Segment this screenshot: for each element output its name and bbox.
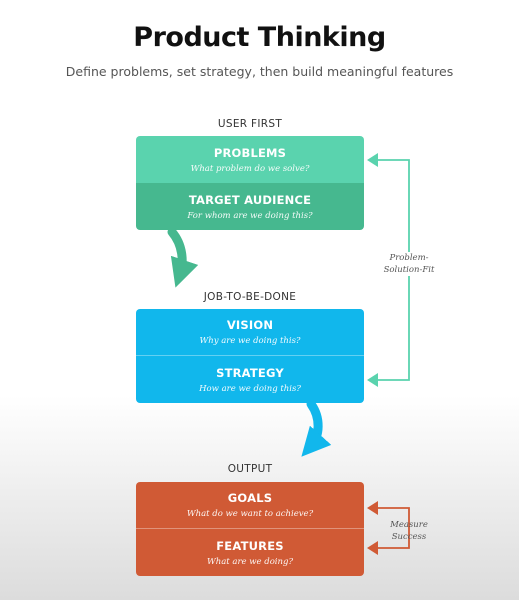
- vision-title: VISION: [226, 318, 274, 332]
- target-audience-question: For whom are we doing this?: [187, 210, 313, 221]
- measure-success-label: Measure Success: [364, 519, 454, 543]
- goals-title: GOALS: [227, 491, 273, 505]
- problems-title: PROBLEMS: [213, 145, 287, 160]
- vision-box: VISION Why are we doing this?: [136, 309, 364, 356]
- problems-question: What problem do we solve?: [190, 163, 310, 174]
- output-group: GOALS What do we want to achieve? FEATUR…: [136, 482, 364, 576]
- features-box: FEATURES What are we doing?: [136, 529, 364, 576]
- vision-question: Why are we doing this?: [199, 336, 301, 346]
- features-title: FEATURES: [216, 538, 284, 553]
- target-audience-title: TARGET AUDIENCE: [188, 192, 312, 207]
- section-label-output: OUTPUT: [227, 463, 273, 475]
- flow-arrow-user-to-job: [167, 227, 199, 288]
- target-audience-box: TARGET AUDIENCE For whom are we doing th…: [136, 183, 364, 230]
- flow-arrow-job-to-output: [301, 399, 332, 457]
- problems-box: PROBLEMS What problem do we solve?: [136, 136, 364, 183]
- features-question: What are we doing?: [206, 556, 294, 567]
- job-to-be-done-group: VISION Why are we doing this? STRATEGY H…: [136, 309, 364, 403]
- problem-solution-fit-label: Problem- Solution-Fit: [364, 252, 454, 276]
- page-title: Product Thinking: [133, 22, 386, 53]
- strategy-question: How are we doing this?: [199, 383, 301, 394]
- goals-box: GOALS What do we want to achieve?: [136, 482, 364, 529]
- problem-solution-fit-line1: Problem-: [389, 253, 429, 263]
- page-subtitle: Define problems, set strategy, then buil…: [65, 64, 454, 79]
- measure-success-line1: Measure: [390, 520, 428, 530]
- goals-question: What do we want to achieve?: [186, 509, 314, 519]
- section-label-job-to-be-done: JOB-TO-BE-DONE: [203, 291, 297, 303]
- problem-solution-fit-line2: Solution-Fit: [383, 265, 435, 275]
- measure-success-loop: [367, 501, 410, 555]
- measure-success-line2: Success: [391, 532, 427, 542]
- user-first-group: PROBLEMS What problem do we solve? TARGE…: [136, 136, 364, 230]
- section-label-user-first: USER FIRST: [217, 118, 283, 130]
- strategy-title: STRATEGY: [216, 365, 284, 380]
- strategy-box: STRATEGY How are we doing this?: [136, 356, 364, 403]
